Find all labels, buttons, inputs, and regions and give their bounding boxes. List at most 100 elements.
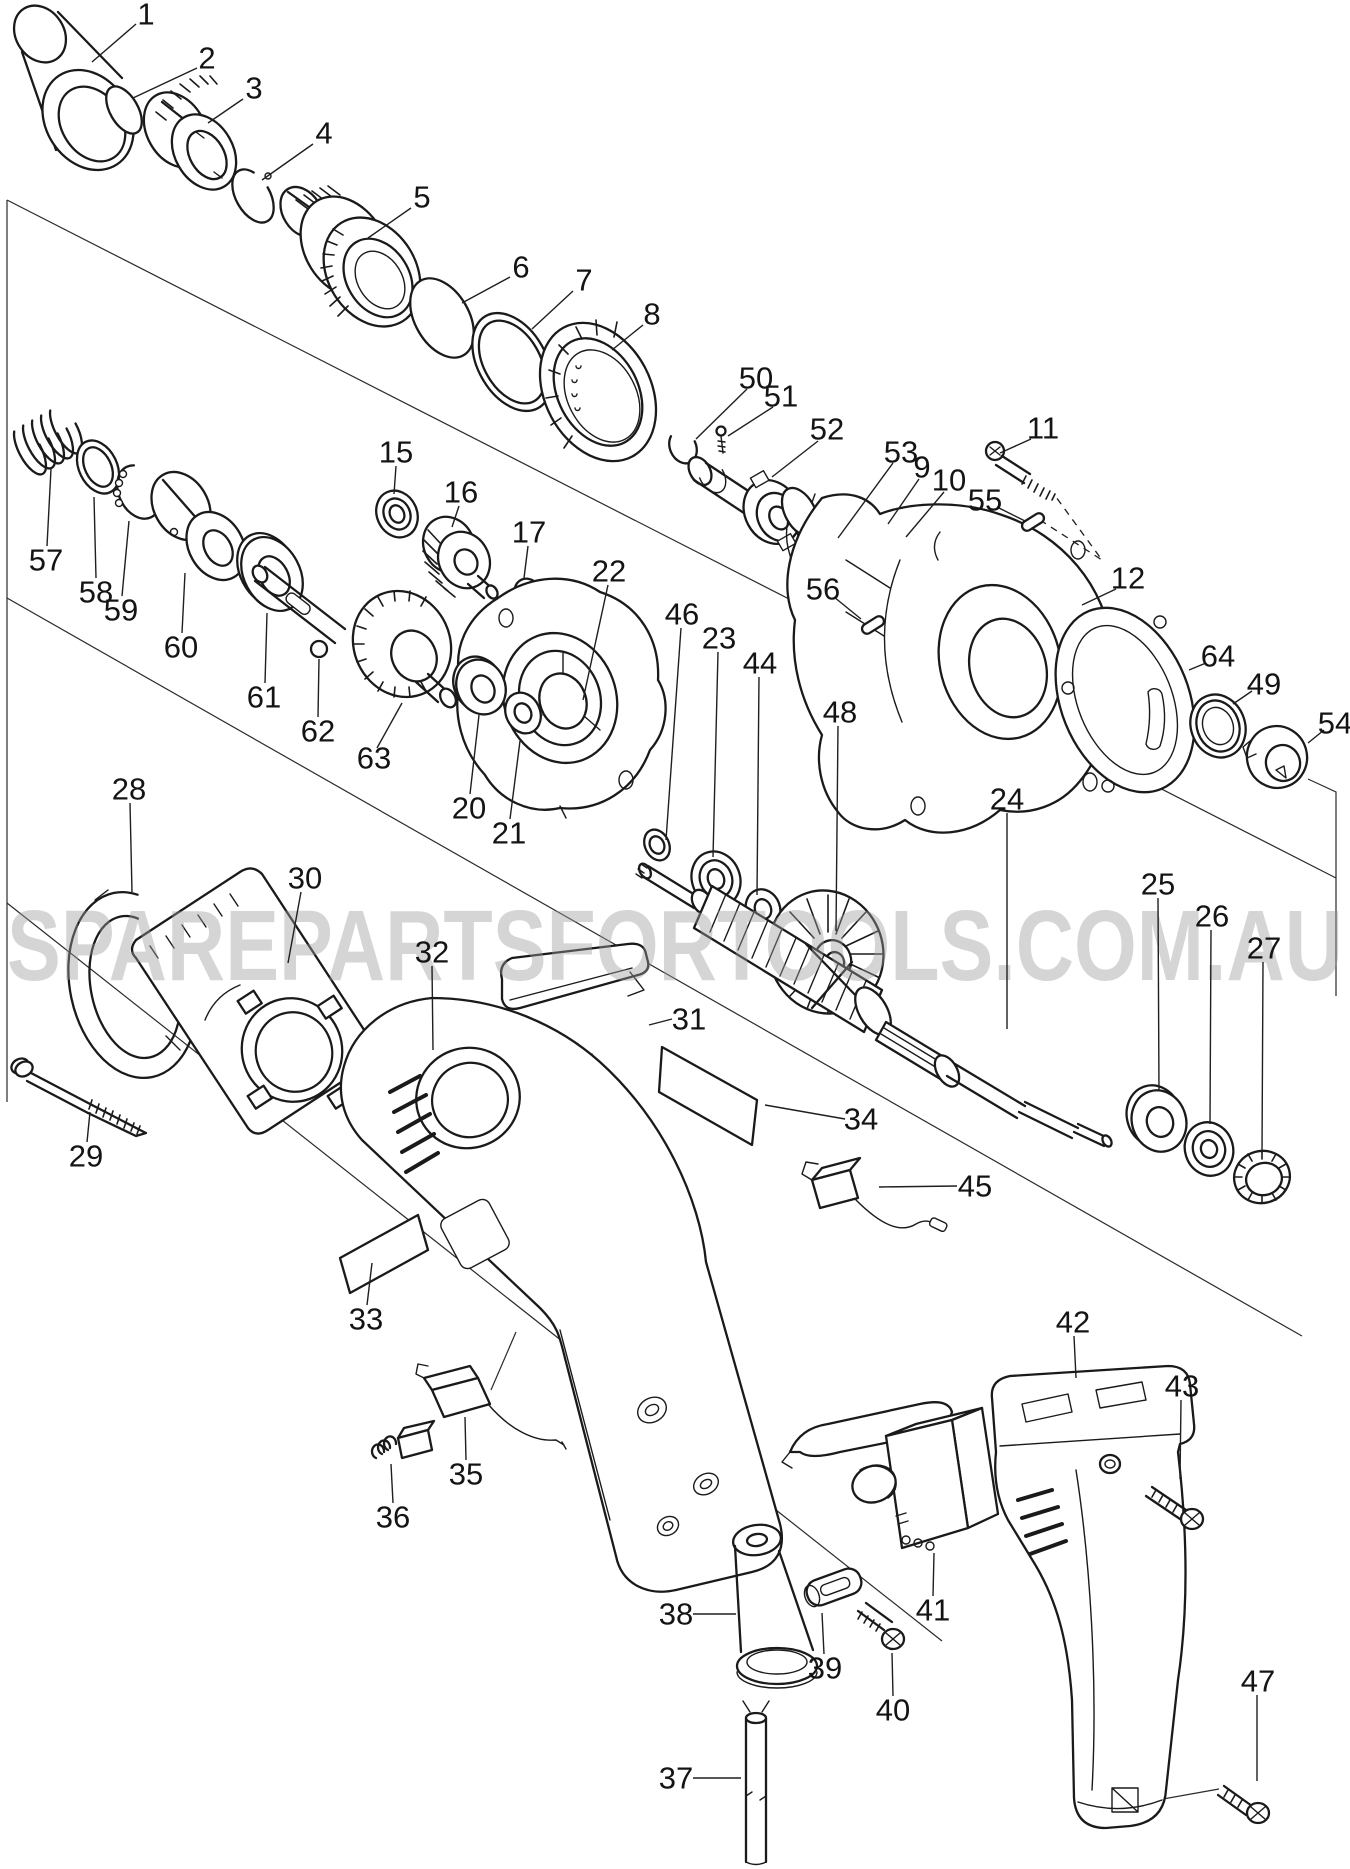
- connector-line-1: [490, 1331, 517, 1391]
- part-leader-34: [764, 1104, 846, 1120]
- part-leader-4: [261, 143, 314, 181]
- part-62-drawing: [309, 639, 329, 659]
- part-15-drawing: [375, 489, 419, 539]
- part-leader-15: [393, 465, 397, 495]
- part-leader-48: [835, 725, 839, 932]
- part-37-drawing: [742, 1700, 770, 1866]
- part-leader-53: [837, 462, 894, 539]
- part-46-drawing: [643, 828, 671, 862]
- part-26-drawing: [1183, 1121, 1235, 1177]
- part-leader-9: [887, 478, 920, 525]
- part-36-drawing: [370, 1419, 436, 1460]
- part-leader-7: [531, 290, 574, 330]
- part-leader-30: [287, 891, 302, 964]
- part-64-drawing: [1054, 606, 1196, 794]
- part-label-57: 57: [29, 543, 63, 578]
- part-leader-62: [317, 658, 320, 718]
- part-leader-56: [833, 596, 862, 620]
- part-label-64: 64: [1201, 639, 1235, 674]
- part-2-drawing: [105, 85, 143, 135]
- part-leader-51: [727, 406, 774, 437]
- part-42-drawing: [990, 1364, 1196, 1830]
- part-leader-63: [376, 702, 403, 749]
- part-51-drawing: [715, 425, 727, 454]
- part-40-drawing: [856, 1601, 906, 1651]
- part-4-drawing: [231, 168, 275, 224]
- part-30-drawing: [130, 867, 378, 1135]
- part-label-63: 63: [357, 741, 391, 776]
- connector-line-4: [1307, 778, 1337, 996]
- part-label-7: 7: [575, 263, 592, 298]
- part-leader-8: [611, 324, 644, 351]
- part-leader-22: [582, 584, 609, 701]
- part-label-20: 20: [452, 791, 486, 826]
- part-leader-39: [821, 1612, 825, 1655]
- part-24-drawing: [635, 862, 1113, 1148]
- part-7-drawing: [471, 311, 553, 413]
- part-leader-57: [46, 468, 52, 547]
- part-label-24: 24: [990, 782, 1024, 817]
- part-16-drawing: [421, 515, 499, 600]
- part-leader-11: [999, 438, 1032, 454]
- part-label-25: 25: [1141, 867, 1175, 902]
- part-58-drawing: [75, 439, 121, 495]
- part-label-42: 42: [1056, 1305, 1090, 1340]
- part-leader-2: [132, 67, 198, 99]
- part-leader-61: [264, 612, 268, 684]
- part-label-52: 52: [810, 412, 844, 447]
- part-63-drawing: [251, 564, 458, 709]
- part-label-58: 58: [79, 575, 113, 610]
- part-leader-31: [648, 1018, 673, 1026]
- part-leader-33: [366, 1262, 373, 1306]
- part-leader-27: [1261, 961, 1264, 1154]
- part-leader-54: [1307, 729, 1325, 744]
- part-label-61: 61: [247, 680, 281, 715]
- part-leader-52: [771, 440, 819, 478]
- part-45-drawing: [801, 1156, 948, 1233]
- part-leader-28: [129, 802, 133, 893]
- part-label-34: 34: [844, 1102, 878, 1137]
- part-label-1: 1: [137, 0, 154, 32]
- part-32-drawing: [339, 996, 784, 1593]
- part-20-drawing: [452, 655, 507, 716]
- part-label-12: 12: [1111, 561, 1145, 596]
- part-leader-46: [665, 627, 682, 841]
- part-38-drawing: [731, 1523, 819, 1689]
- frame-line-3: [6, 597, 1303, 1337]
- part-label-32: 32: [415, 935, 449, 970]
- part-label-21: 21: [492, 816, 526, 851]
- part-label-55: 55: [968, 483, 1002, 518]
- part-label-6: 6: [512, 250, 529, 285]
- leader-lines: [46, 23, 1325, 1781]
- part-label-54: 54: [1318, 706, 1350, 741]
- part-label-41: 41: [916, 1593, 950, 1628]
- part-leader-3: [207, 98, 244, 124]
- part-3-drawing: [142, 75, 238, 191]
- part-21-drawing: [504, 691, 542, 735]
- part-leader-29: [86, 1111, 91, 1143]
- part-label-16: 16: [444, 475, 478, 510]
- part-leader-23: [712, 651, 719, 858]
- part-35-drawing: [415, 1363, 567, 1450]
- part-label-28: 28: [112, 772, 146, 807]
- part-label-26: 26: [1195, 899, 1229, 934]
- part-label-5: 5: [413, 180, 430, 215]
- part-label-35: 35: [449, 1457, 483, 1492]
- part-60-drawing: [150, 470, 247, 582]
- part-leader-36: [390, 1463, 394, 1504]
- part-6-drawing: [409, 277, 475, 359]
- part-57-drawing: [12, 403, 84, 476]
- part-41-drawing: [781, 1401, 1000, 1551]
- part-label-11: 11: [1027, 411, 1059, 446]
- part-43-drawing: [1144, 1485, 1205, 1531]
- part-leader-43: [1179, 1399, 1182, 1480]
- part-49-drawing: [1189, 693, 1247, 759]
- part-29-drawing: [10, 1057, 148, 1138]
- part-label-8: 8: [643, 297, 660, 332]
- part-label-15: 15: [379, 435, 413, 470]
- part-leader-55: [996, 506, 1026, 522]
- part-leader-60: [181, 572, 186, 634]
- part-label-27: 27: [1247, 931, 1281, 966]
- part-label-44: 44: [743, 646, 777, 681]
